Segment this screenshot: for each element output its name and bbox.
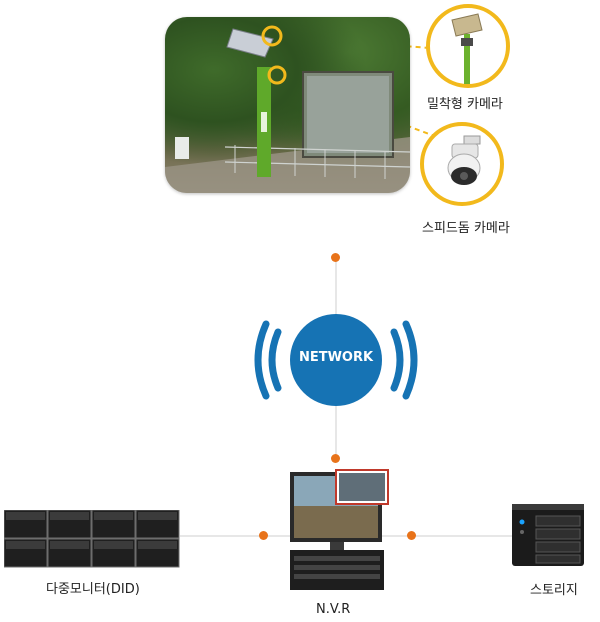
field-photo xyxy=(165,17,410,193)
storage-icon xyxy=(512,504,584,566)
multi-monitor-label: 다중모니터(DID) xyxy=(46,582,140,597)
network-bottom-dot xyxy=(331,454,340,463)
network-signal-icon xyxy=(254,314,418,406)
nvr-icon xyxy=(290,469,389,590)
speed-dome-camera-icon xyxy=(447,135,481,185)
pole-scene xyxy=(165,25,410,193)
storage-connector-dot xyxy=(407,531,416,540)
fixed-camera-label: 밀착형 카메라 xyxy=(427,97,503,112)
storage-label: 스토리지 xyxy=(530,583,578,598)
network-label: NETWORK xyxy=(298,350,374,365)
monitor-connector-dot xyxy=(259,531,268,540)
network-top-dot xyxy=(331,253,340,262)
fixed-camera-circle xyxy=(426,4,510,88)
nvr-label: N.V.R xyxy=(316,602,351,617)
speed-dome-camera-label: 스피드돔 카메라 xyxy=(422,221,510,236)
monitor-wall-icon xyxy=(4,510,180,568)
fixed-camera-icon xyxy=(451,13,483,84)
speed-dome-camera-circle xyxy=(420,122,504,206)
